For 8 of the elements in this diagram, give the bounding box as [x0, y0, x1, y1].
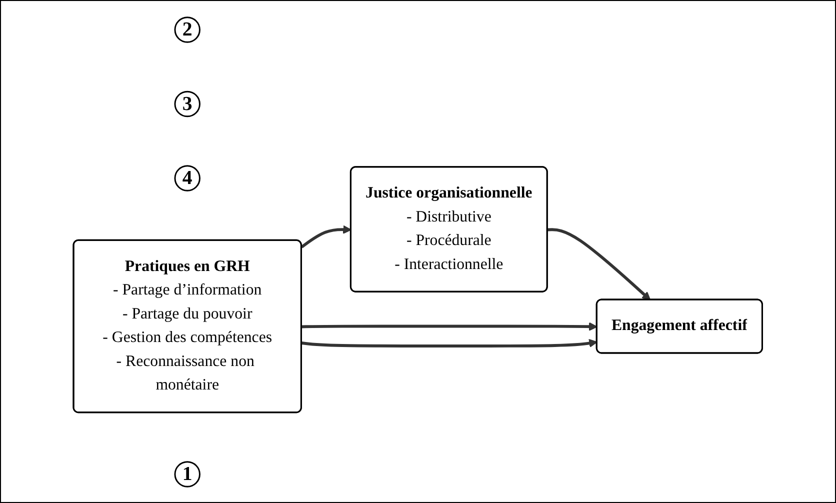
node-circle: 2: [174, 16, 201, 42]
node-circle: 3: [174, 90, 201, 117]
node-circle: 1: [174, 460, 201, 487]
arrow: [302, 338, 598, 348]
arrow: [300, 224, 352, 248]
node-circle: 4: [174, 164, 201, 191]
arrow: [302, 322, 598, 330]
arrow: [548, 228, 651, 300]
